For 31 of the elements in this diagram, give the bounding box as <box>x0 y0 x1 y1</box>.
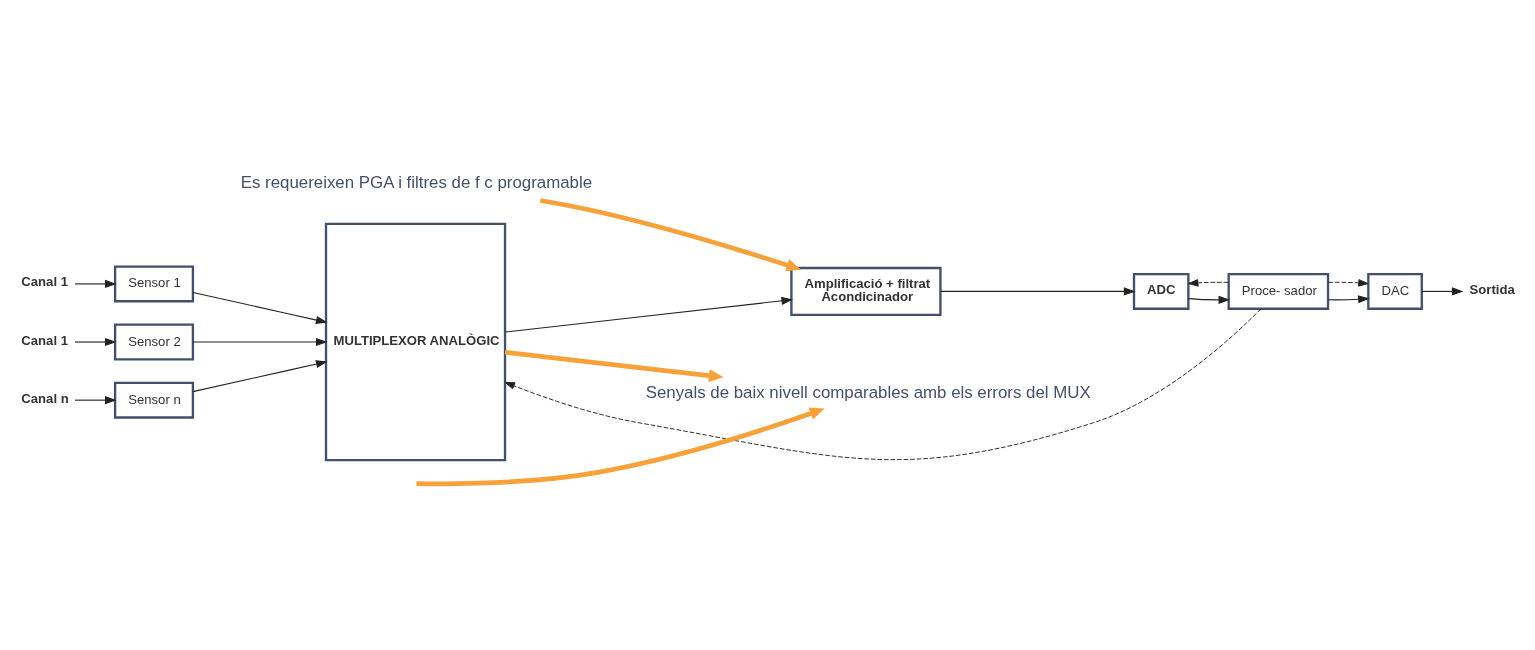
arrow <box>504 296 794 333</box>
node-box: MULTIPLEXOR ANALÒGIC <box>324 222 507 461</box>
node-text: Senyals de baix nivell comparables amb els errors del MUX <box>645 382 1091 402</box>
arrow <box>1327 278 1369 287</box>
node-box: Sensor 1 <box>113 264 195 302</box>
arrow <box>1327 294 1370 303</box>
node-box: Sensor 2 <box>113 323 195 361</box>
node-box: Sensor n <box>113 381 195 419</box>
arrow <box>1188 278 1229 287</box>
arrow <box>504 349 724 382</box>
arrow <box>192 359 328 392</box>
arrow <box>74 337 117 346</box>
arrow <box>1188 295 1231 304</box>
arrow <box>1421 286 1464 295</box>
arrow <box>74 279 117 288</box>
node-text: Sortida <box>1469 281 1515 297</box>
arrow <box>539 197 802 271</box>
arrow <box>192 337 328 346</box>
node-text: Canal n <box>21 390 69 406</box>
arrow <box>74 395 117 404</box>
node-box: ADC <box>1132 272 1190 310</box>
arrow <box>416 406 825 486</box>
arrow <box>504 307 1262 460</box>
node-text: Canal 1 <box>21 273 69 289</box>
node-box: DAC <box>1367 272 1423 310</box>
arrow <box>192 291 328 324</box>
node-text: Canal 1 <box>21 332 69 348</box>
node-box: Proce- sador <box>1227 272 1330 310</box>
arrow <box>939 286 1136 295</box>
node-box: Amplificació + filtrat Acondicinador <box>790 266 942 316</box>
node-text: Es requereixen PGA i filtres de f c programable <box>240 172 593 192</box>
